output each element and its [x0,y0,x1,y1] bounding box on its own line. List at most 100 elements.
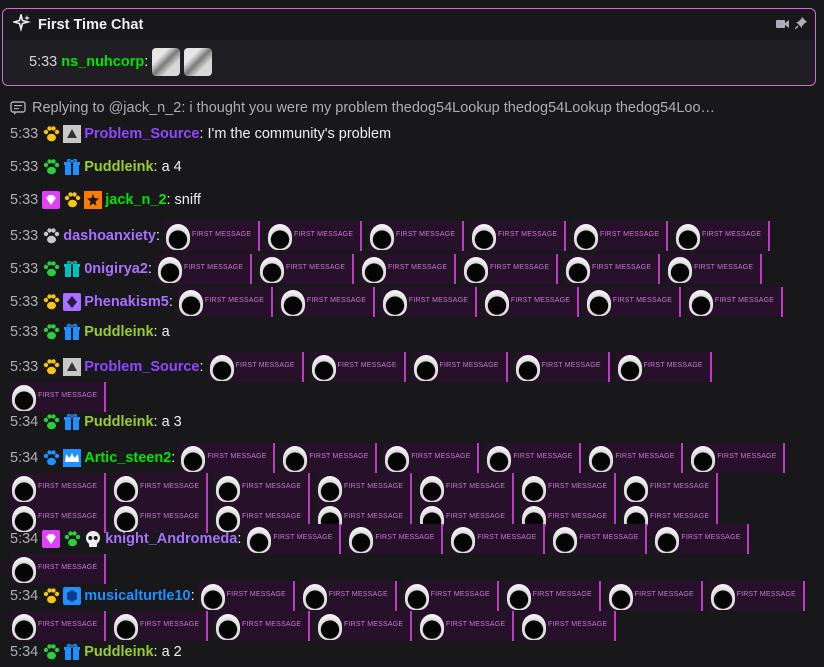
first-message-emote[interactable]: FIRST MESSAGE [622,473,718,503]
first-message-emote[interactable]: FIRST MESSAGE [367,221,464,251]
first-message-emote[interactable]: FIRST MESSAGE [155,254,252,284]
first-message-emote[interactable]: FIRST MESSAGE [689,443,786,473]
first-message-emote[interactable]: FIRST MESSAGE [10,611,106,641]
first-message-emote[interactable]: FIRST MESSAGE [112,473,208,503]
chat-username[interactable]: Problem_Source [84,359,200,375]
chat-username[interactable]: 0nigirya2 [84,261,148,277]
first-message-emote[interactable]: FIRST MESSAGE [10,554,106,584]
first-message-emote[interactable]: FIRST MESSAGE [653,524,750,554]
first-message-emote[interactable]: FIRST MESSAGE [469,221,566,251]
first-message-emote[interactable]: FIRST MESSAGE [673,221,770,251]
first-message-emote[interactable]: FIRST MESSAGE [380,287,477,317]
first-message-emote[interactable]: FIRST MESSAGE [198,581,295,611]
paw-badge-icon[interactable] [42,413,60,431]
first-message-emote[interactable]: FIRST MESSAGE [257,254,354,284]
first-message-emote[interactable]: FIRST MESSAGE [316,611,412,641]
paw-badge-icon[interactable] [42,260,60,278]
first-message-emote[interactable]: FIRST MESSAGE [504,581,601,611]
chat-username[interactable]: Puddleink [84,324,154,340]
emote-image[interactable] [152,48,181,76]
first-message-emote[interactable]: FIRST MESSAGE [418,473,514,503]
chat-username[interactable]: Puddleink [84,414,154,430]
first-message-emote[interactable]: FIRST MESSAGE [176,287,273,317]
first-message-emote[interactable]: FIRST MESSAGE [571,221,668,251]
paw-badge-icon[interactable] [42,643,60,661]
first-message-emote[interactable]: FIRST MESSAGE [10,382,106,412]
paw-badge-icon[interactable] [42,293,60,311]
first-message-emote[interactable]: FIRST MESSAGE [163,221,260,251]
first-message-emote[interactable]: FIRST MESSAGE [300,581,397,611]
first-message-emote[interactable]: FIRST MESSAGE [316,473,412,503]
reply-context[interactable]: Replying to @jack_n_2: i thought you wer… [10,100,800,116]
paw-badge-icon[interactable] [42,358,60,376]
emote-image[interactable] [184,48,213,76]
chat-username[interactable]: ns_nuhcorp [61,54,145,70]
gift-badge-icon[interactable] [63,158,81,176]
first-message-emote[interactable]: FIRST MESSAGE [112,503,208,533]
star-badge-icon[interactable] [84,191,103,209]
chat-username[interactable]: Puddleink [84,644,154,660]
first-message-emote[interactable]: FIRST MESSAGE [551,524,648,554]
first-message-emote[interactable]: FIRST MESSAGE [112,611,208,641]
paw-badge-icon[interactable] [42,587,60,605]
first-message-emote[interactable]: FIRST MESSAGE [245,524,342,554]
chat-username[interactable]: jack_n_2 [105,192,167,208]
gift-badge-icon[interactable] [63,260,81,278]
triangle-badge-icon[interactable] [63,358,82,376]
first-message-emote[interactable]: FIRST MESSAGE [482,287,579,317]
first-message-emote[interactable]: FIRST MESSAGE [359,254,456,284]
first-message-emote[interactable]: FIRST MESSAGE [461,254,558,284]
first-message-emote[interactable]: FIRST MESSAGE [418,611,514,641]
first-message-emote[interactable]: FIRST MESSAGE [179,443,276,473]
gem-badge-icon[interactable] [42,191,61,209]
first-message-emote[interactable]: FIRST MESSAGE [265,221,362,251]
chat-username[interactable]: Artic_steen2 [84,450,172,466]
first-message-emote[interactable]: FIRST MESSAGE [281,443,378,473]
first-message-emote[interactable]: FIRST MESSAGE [587,443,684,473]
first-message-emote[interactable]: FIRST MESSAGE [485,443,582,473]
first-message-emote[interactable]: FIRST MESSAGE [207,352,304,382]
gift-badge-icon[interactable] [63,643,81,661]
paw-badge-icon[interactable] [42,323,60,341]
first-message-emote[interactable]: FIRST MESSAGE [214,473,310,503]
first-message-emote[interactable]: FIRST MESSAGE [615,352,712,382]
skull-badge-icon[interactable] [84,530,102,548]
first-message-emote[interactable]: FIRST MESSAGE [214,611,310,641]
first-message-emote[interactable]: FIRST MESSAGE [563,254,660,284]
paw-badge-icon[interactable] [63,191,81,209]
triangle-badge-icon[interactable] [63,125,82,143]
gem-badge-icon[interactable] [42,530,61,548]
chat-username[interactable]: knight_Andromeda [105,531,238,547]
gift-badge-icon[interactable] [63,413,81,431]
camera-icon[interactable] [776,17,789,33]
first-message-emote[interactable]: FIRST MESSAGE [383,443,480,473]
paw-badge-icon[interactable] [42,449,60,467]
first-message-emote[interactable]: FIRST MESSAGE [584,287,681,317]
chat-username[interactable]: dashoanxiety [63,228,156,244]
diamond-badge-icon[interactable] [63,293,82,311]
crown-badge-icon[interactable] [63,449,82,467]
hexagon-badge-icon[interactable] [63,587,82,605]
paw-badge-icon[interactable] [63,530,81,548]
first-message-emote[interactable]: FIRST MESSAGE [520,473,616,503]
first-message-emote[interactable]: FIRST MESSAGE [278,287,375,317]
paw-badge-icon[interactable] [42,125,60,143]
first-message-emote[interactable]: FIRST MESSAGE [708,581,805,611]
first-message-emote[interactable]: FIRST MESSAGE [10,473,106,503]
first-message-emote[interactable]: FIRST MESSAGE [402,581,499,611]
first-message-emote[interactable]: FIRST MESSAGE [686,287,783,317]
chat-username[interactable]: Puddleink [84,159,154,175]
paw-badge-icon[interactable] [42,158,60,176]
chat-username[interactable]: Problem_Source [84,126,200,142]
first-message-emote[interactable]: FIRST MESSAGE [513,352,610,382]
chat-username[interactable]: Phenakism5 [84,294,169,310]
first-message-emote[interactable]: FIRST MESSAGE [665,254,762,284]
first-message-emote[interactable]: FIRST MESSAGE [606,581,703,611]
first-message-emote[interactable]: FIRST MESSAGE [411,352,508,382]
gift-badge-icon[interactable] [63,323,81,341]
chat-username[interactable]: musicalturtle10 [84,588,191,604]
pin-icon[interactable] [794,16,807,33]
first-message-emote[interactable]: FIRST MESSAGE [347,524,444,554]
first-message-emote[interactable]: FIRST MESSAGE [10,503,106,533]
first-message-emote[interactable]: FIRST MESSAGE [309,352,406,382]
